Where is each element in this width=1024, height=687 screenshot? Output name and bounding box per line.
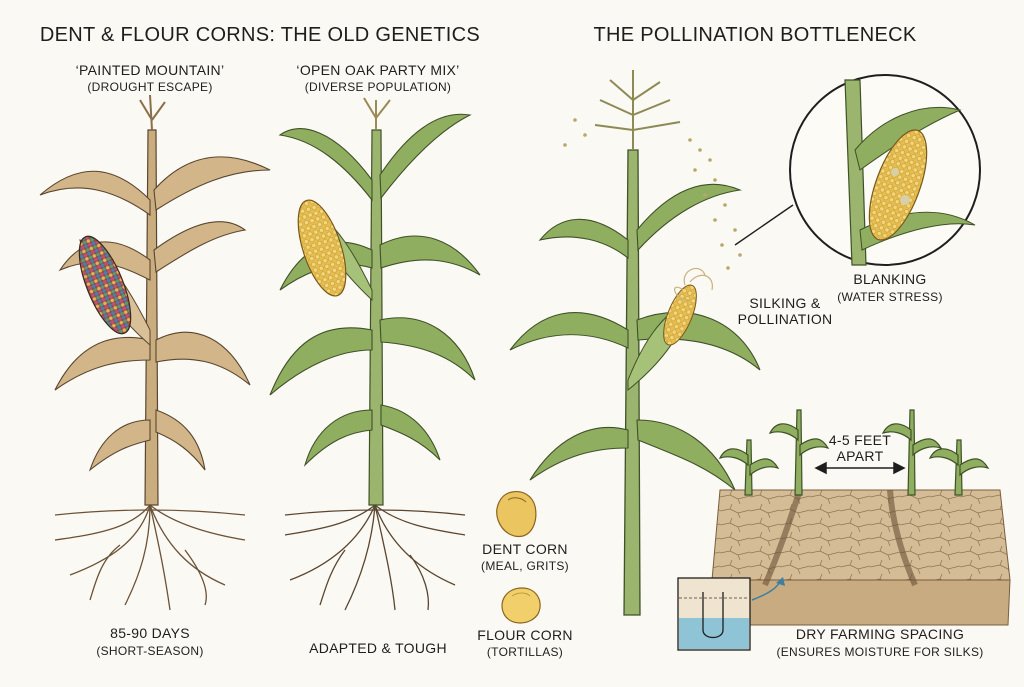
open-oak-roots <box>284 504 466 611</box>
silking-label-line1: SILKING & <box>749 295 821 311</box>
spacing-arrow <box>814 461 906 475</box>
right-section-title: THE POLLINATION BOTTLENECK <box>593 24 917 46</box>
blanking-note: (WATER STRESS) <box>837 290 943 304</box>
open-oak-note: (DIVERSE POPULATION) <box>304 80 452 94</box>
painted-mountain-name: ‘PAINTED MOUNTAIN’ <box>75 62 225 78</box>
soil-moisture-inset <box>677 577 751 651</box>
painted-mountain-days: 85-90 DAYS <box>110 625 190 641</box>
painted-mountain-ear <box>78 235 151 347</box>
flour-corn-use: (TORTILLAS) <box>486 645 564 659</box>
dry-farming-field <box>711 409 1011 626</box>
blanking-label: BLANKING <box>853 271 927 287</box>
pollination-leaves <box>509 183 761 491</box>
silking-label: SILKING & POLLINATION <box>725 295 845 327</box>
dry-farming-label: DRY FARMING SPACING <box>795 626 965 642</box>
painted-mountain-stalk <box>144 129 159 506</box>
moisture-pointer <box>751 581 781 601</box>
pollen-dots <box>563 118 742 270</box>
spacing-label-line1: 4-5 FEET <box>828 432 892 448</box>
open-oak-plant <box>269 97 481 611</box>
spacing-label-line2: APART <box>836 448 884 464</box>
painted-mountain-roots <box>54 504 246 611</box>
open-oak-name: ‘OPEN OAK PARTY MIX’ <box>296 62 460 78</box>
moisture-arrowhead <box>776 577 785 586</box>
open-oak-soil <box>284 509 466 516</box>
painted-mountain-season: (SHORT-SEASON) <box>96 644 204 658</box>
silking-ear <box>627 267 713 392</box>
spacing-label: 4-5 FEET APART <box>818 432 902 464</box>
dent-corn-use: (MEAL, GRITS) <box>481 559 569 573</box>
silking-label-line2: POLLINATION <box>737 311 833 327</box>
open-oak-tassel <box>363 97 391 130</box>
blanking-callout <box>789 74 981 266</box>
left-section-title: DENT & FLOUR CORNS: THE OLD GENETICS <box>39 24 481 46</box>
field-corn-plants <box>718 409 990 496</box>
dent-kernel-icon <box>496 490 537 538</box>
open-oak-ear <box>297 199 373 302</box>
painted-mountain-note: (DROUGHT ESCAPE) <box>87 80 213 94</box>
callout-pointer <box>734 204 794 246</box>
painted-mountain-plant <box>39 94 271 611</box>
dry-farming-note: (ENSURES MOISTURE FOR SILKS) <box>776 645 984 659</box>
pollination-plant <box>509 70 761 616</box>
painted-mountain-soil <box>54 509 246 516</box>
flour-kernel-icon <box>501 587 541 624</box>
open-oak-footer: ADAPTED & TOUGH <box>309 640 447 656</box>
pollination-tassel <box>594 70 681 150</box>
dent-corn-label: DENT CORN <box>482 541 568 557</box>
painted-mountain-tassel <box>139 94 166 131</box>
flour-corn-label: FLOUR CORN <box>477 627 573 643</box>
